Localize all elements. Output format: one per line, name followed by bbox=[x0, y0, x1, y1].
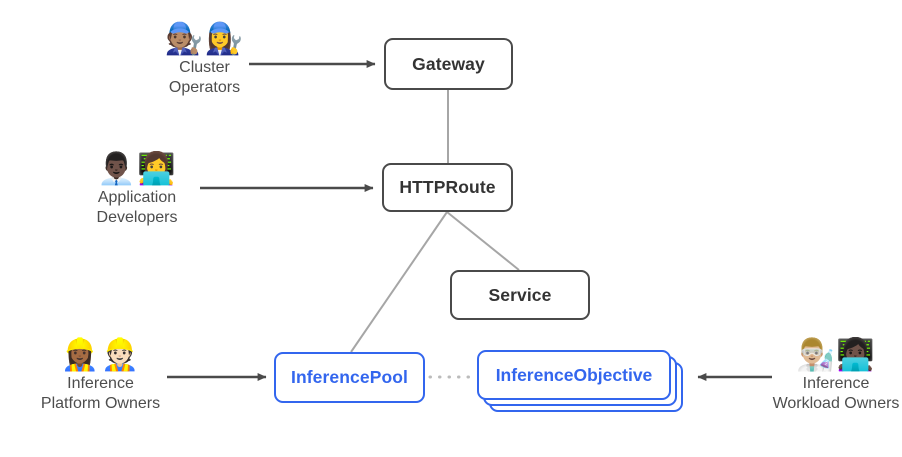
actor-inference-platform-owners-label: Inference Platform Owners bbox=[40, 375, 161, 412]
actor-cluster-operators-label: Cluster Operators bbox=[168, 59, 241, 96]
node-gateway-label: Gateway bbox=[412, 53, 485, 74]
connector-httproute-to-service bbox=[446, 211, 520, 271]
mechanic-icon: 🧑🏽‍🔧👩‍🔧 bbox=[164, 21, 245, 56]
actor-inference-workload-owners[interactable]: 👨🏼‍🔬👩🏿‍💻 Inference Workload Owners bbox=[770, 338, 902, 414]
actor-application-developers-label: Application Developers bbox=[96, 189, 178, 226]
actor-inference-workload-owners-label: Inference Workload Owners bbox=[772, 375, 900, 412]
node-service-label: Service bbox=[488, 284, 552, 305]
node-httproute-label: HTTPRoute bbox=[399, 177, 496, 197]
node-httproute[interactable]: HTTPRoute bbox=[382, 163, 513, 212]
node-inferenceobjective-label: InferenceObjective bbox=[495, 364, 653, 385]
node-inferenceobjective-stack[interactable]: InferenceObjective bbox=[477, 350, 683, 412]
node-inferencepool-label: InferencePool bbox=[290, 367, 409, 387]
office-worker-icon: 👨🏿‍💼👩‍💻 bbox=[97, 151, 177, 186]
node-inferenceobjective[interactable]: InferenceObjective bbox=[477, 350, 671, 400]
actor-inference-platform-owners[interactable]: 👷🏾‍♀️👷🏻 Inference Platform Owners bbox=[23, 338, 178, 414]
actor-application-developers[interactable]: 👨🏿‍💼👩‍💻 Application Developers bbox=[82, 152, 192, 228]
scientist-icon: 👨🏼‍🔬👩🏿‍💻 bbox=[796, 337, 876, 372]
construction-worker-icon: 👷🏾‍♀️👷🏻 bbox=[60, 337, 141, 372]
node-inferencepool[interactable]: InferencePool bbox=[274, 352, 425, 403]
actor-cluster-operators[interactable]: 🧑🏽‍🔧👩‍🔧 Cluster Operators bbox=[152, 22, 257, 98]
node-gateway[interactable]: Gateway bbox=[384, 38, 513, 90]
connector-httproute-to-inferencepool bbox=[350, 211, 448, 353]
node-service[interactable]: Service bbox=[450, 270, 590, 320]
